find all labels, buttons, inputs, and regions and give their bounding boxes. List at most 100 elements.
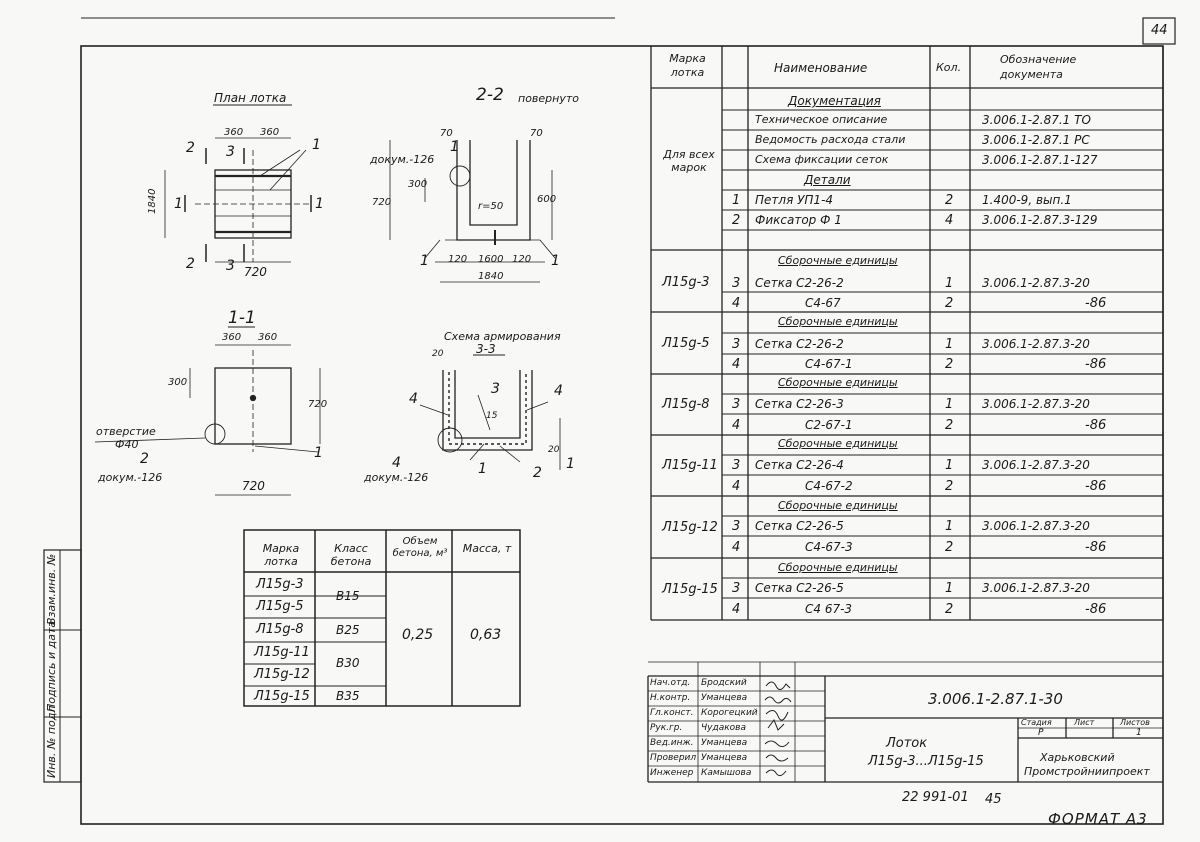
signature-mark	[765, 769, 787, 777]
spec-all-marks: Для всех марок	[663, 148, 715, 175]
spec-row-name: С4-67	[805, 296, 841, 310]
section-2-2-mark: 1	[420, 253, 429, 269]
tb-name: Уманцева	[701, 738, 748, 748]
page-number: 44	[1151, 23, 1168, 38]
concrete-table-class: В15	[336, 589, 360, 603]
spec-row-pos: 3	[732, 276, 741, 291]
side-stamp-sign-date: Подпись и дата	[45, 620, 58, 712]
spec-group-mark: Л15g-5	[662, 336, 710, 351]
section-1-1-hole: отверстие	[96, 425, 156, 438]
spec-header-name: Наименование	[774, 61, 868, 75]
concrete-table-volume: 0,25	[402, 627, 434, 643]
plan-mark: 1	[315, 196, 324, 212]
spec-table-grid	[650, 46, 1164, 621]
section-2-2-dim: r=50	[478, 201, 504, 212]
section-2-2-note: повернуто	[518, 92, 579, 105]
tb-title-line2: Л15g-3...Л15g-15	[868, 754, 984, 769]
section-2-2-dim: 1600	[478, 254, 504, 265]
tb-name: Бродский	[701, 678, 747, 688]
spec-header-doc: Обозначение документа	[1000, 53, 1077, 82]
section-2-2-dim: 1840	[478, 271, 504, 282]
spec-row-qty: 1	[945, 519, 954, 534]
tb-sheet-label: Лист	[1074, 718, 1095, 727]
spec-row-pos: 3	[732, 397, 741, 412]
section-2-2-dim: 70	[530, 128, 543, 139]
tb-name: Уманцева	[701, 693, 748, 703]
spec-detail-pos: 1	[732, 193, 741, 208]
spec-row-pos: 3	[732, 581, 741, 596]
concrete-table-header: Объем бетона, м³	[392, 536, 448, 559]
section-3-3	[419, 370, 561, 470]
spec-row-name: С4-67-3	[805, 540, 853, 554]
title-block-grid	[647, 661, 1163, 783]
section-3-3-dim: 15	[486, 411, 498, 421]
inventory-page: 45	[985, 792, 1002, 807]
signature-mark	[767, 718, 785, 731]
spec-doc-name: Техническое описание	[755, 113, 888, 126]
side-stamp-frame	[43, 549, 82, 783]
tb-role: Гл.конст.	[650, 708, 694, 718]
concrete-table-grid	[243, 529, 521, 707]
concrete-table-header: Марка лотка	[262, 542, 300, 569]
spec-row-qty: 1	[945, 581, 954, 596]
spec-assembly-title: Сборочные единицы	[778, 437, 898, 450]
spec-row-name: С2-67-1	[805, 418, 853, 432]
plan-dim-vertical: 1840	[147, 188, 158, 214]
spec-row-name: Сетка С2-26-2	[755, 337, 844, 351]
section-1-1-dim: 360	[258, 332, 278, 343]
plan-mark: 1	[312, 137, 321, 153]
spec-row-doc: -86	[1085, 602, 1107, 617]
spec-detail-doc: 1.400-9, вып.1	[982, 193, 1072, 207]
spec-header-qty: Кол.	[936, 61, 962, 74]
signatures-column	[764, 681, 792, 777]
spec-row-pos: 3	[732, 519, 741, 534]
concrete-table-class: В35	[336, 689, 360, 703]
spec-group-mark: Л15g-12	[662, 520, 718, 535]
tb-name: Уманцева	[701, 753, 748, 763]
spec-row-name: Сетка С2-26-5	[755, 581, 844, 595]
tb-sheets-label: Листов	[1120, 718, 1150, 727]
spec-section-documentation: Документация	[788, 94, 881, 108]
plan-mark: 2	[186, 256, 195, 272]
section-3-3-mark: 1	[478, 461, 487, 477]
spec-doc-code: 3.006.1-2.87.1 РС	[982, 133, 1090, 147]
spec-row-name: Сетка С2-26-4	[755, 458, 844, 472]
section-1-1	[94, 344, 321, 496]
spec-row-name: Сетка С2-26-3	[755, 397, 844, 411]
spec-row-doc: -86	[1085, 296, 1107, 311]
spec-row-qty: 1	[945, 337, 954, 352]
spec-row-name: С4-67-1	[805, 357, 853, 371]
section-3-3-mark: 2	[533, 465, 542, 481]
section-1-1-dim: 720	[242, 479, 265, 493]
page-number-box	[1142, 17, 1176, 45]
section-3-3-subtitle-text: Схема армирования	[444, 330, 561, 343]
spec-group-mark: Л15g-11	[662, 458, 718, 473]
spec-row-qty: 2	[945, 479, 954, 494]
spec-row-doc: 3.006.1-2.87.3-20	[982, 397, 1090, 411]
signature-mark	[765, 754, 789, 762]
plan-title: План лотка	[214, 91, 287, 105]
spec-row-doc: 3.006.1-2.87.3-20	[982, 519, 1090, 533]
concrete-table-header: Класс бетона	[330, 542, 372, 569]
section-2-2-dim: 120	[448, 254, 468, 265]
plan-dim: 360	[260, 127, 280, 138]
spec-row-doc: 3.006.1-2.87.3-20	[982, 276, 1090, 290]
spec-detail-qty: 2	[945, 193, 954, 208]
section-1-1-hole-d: Ф40	[115, 438, 139, 451]
spec-row-pos: 4	[732, 296, 741, 311]
concrete-table-mark: Л15g-8	[256, 622, 304, 637]
tb-org-line2: Промстройниипроект	[1024, 765, 1150, 778]
section-3-3-mark: 1	[566, 456, 575, 472]
spec-assembly-title: Сборочные единицы	[778, 499, 898, 512]
tb-stage: Р	[1038, 728, 1044, 738]
concrete-table-mark: Л15g-3	[256, 577, 304, 592]
tb-name: Чудакова	[701, 723, 746, 733]
concrete-table-class: В30	[336, 656, 360, 670]
plan-mark: 1	[174, 196, 183, 212]
concrete-table-mark: Л15g-12	[254, 667, 310, 682]
spec-row-pos: 4	[732, 357, 741, 372]
concrete-table-class: В25	[336, 623, 360, 637]
section-2-2-title: 2-2	[476, 85, 504, 105]
tb-role: Н.контр.	[650, 693, 691, 703]
signature-mark	[765, 710, 789, 721]
